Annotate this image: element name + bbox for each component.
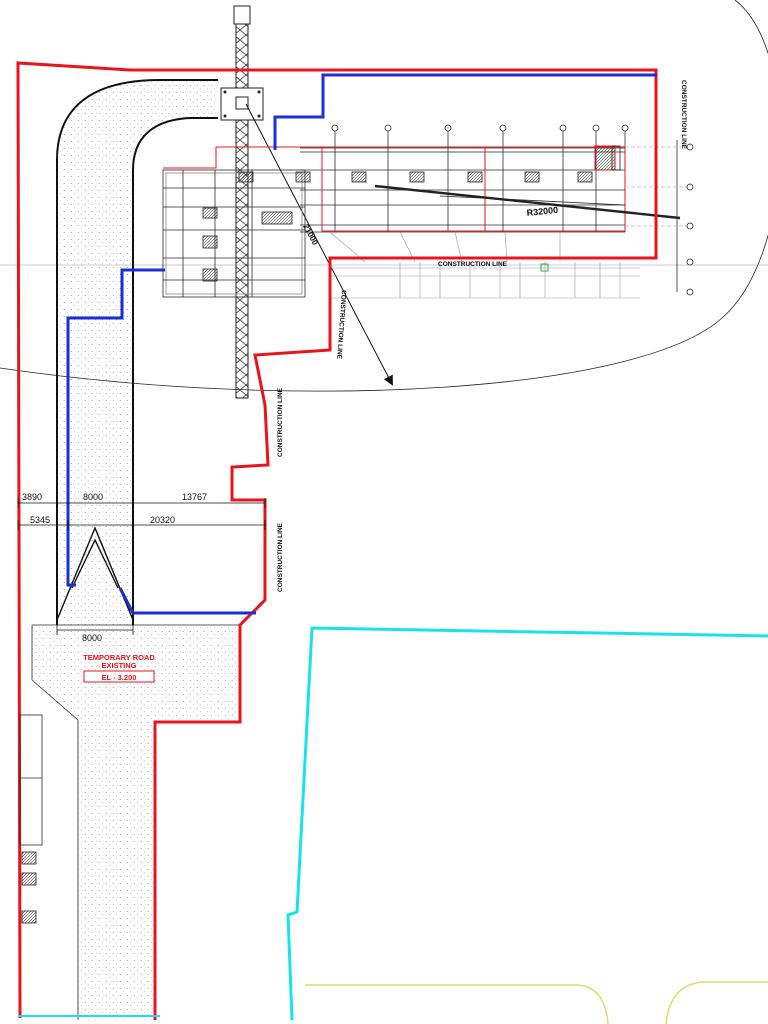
construction-line-label-horizontal: CONSTRUCTION LINE [438, 261, 508, 268]
crane-radius-arc [0, 0, 768, 392]
access-route-upper [273, 73, 657, 150]
site-boundary [16, 61, 658, 1020]
tower-crane-base [220, 87, 264, 121]
building-left-wing [162, 169, 306, 298]
road-label-line2: EXISTING [101, 661, 136, 670]
tower-crane-mast [235, 21, 249, 399]
grid-axis-markers-top [331, 124, 629, 132]
building-main-block [300, 128, 626, 233]
construction-line-label-middle: CONSTRUCTION LINE [277, 387, 284, 457]
crane-jib-label: 21000 [301, 223, 320, 247]
crane-radius-arrow [245, 103, 393, 386]
temporary-road-surface [32, 625, 240, 1020]
road-label-line1: TEMPORARY ROAD [83, 653, 155, 662]
temporary-road-edge [31, 625, 79, 1020]
stair-core [261, 211, 293, 225]
existing-kerb [305, 981, 768, 1024]
upper-road-surface [57, 80, 218, 625]
main-block-windows [238, 171, 593, 183]
dimension-5345: 5345 [30, 515, 50, 525]
dimension-8000-upper: 8000 [83, 492, 103, 502]
road-inner-edge [132, 117, 218, 625]
crane-jib-tie [439, 195, 626, 206]
construction-line-label-right: CONSTRUCTION LINE [680, 80, 687, 150]
adjacent-plot-boundary [286, 626, 768, 1021]
vehicle-icons [21, 851, 37, 924]
dimension-lines [17, 498, 266, 635]
left-wing-windows [202, 207, 218, 282]
site-facilities [19, 714, 43, 846]
road-outer-edge [56, 79, 218, 625]
crane-jib [374, 184, 681, 220]
dimension-13767: 13767 [182, 492, 207, 502]
crane-radius-label: R32000 [526, 205, 558, 218]
construction-line-label-lower: CONSTRUCTION LINE [277, 522, 284, 592]
lower-grid [329, 231, 640, 299]
elevation-box [83, 670, 155, 683]
dimension-20320: 20320 [150, 515, 175, 525]
dimension-3890: 3890 [22, 492, 42, 502]
tower-crane-head [233, 5, 251, 25]
grid-axis-markers-right [625, 140, 694, 296]
road-elevation: EL - 3.200 [102, 673, 137, 682]
construction-line-label-diagonal: CONSTRUCTION LINE [335, 290, 347, 360]
building-outline [163, 146, 626, 232]
right-stair [594, 145, 621, 171]
survey-marker [540, 263, 549, 272]
dimension-road-width: 8000 [82, 633, 102, 643]
access-route-lower [66, 268, 256, 615]
